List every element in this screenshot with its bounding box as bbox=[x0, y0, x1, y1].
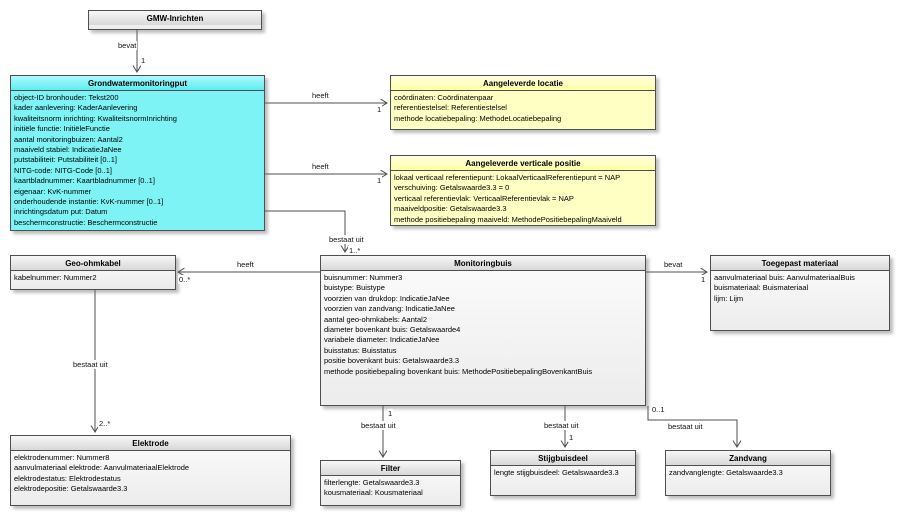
class-attribute: kabelnummer: Nummer2 bbox=[14, 273, 97, 282]
class-attribute: kousmateriaal: Kousmateriaal bbox=[324, 488, 423, 498]
class-attribute: NITG-code: NITG-Code [0..1] bbox=[14, 165, 112, 175]
class-attribute: object-ID bronhouder: Tekst200 bbox=[14, 93, 119, 102]
class-attribute: onderhoudende instantie: KvK-nummer [0..… bbox=[14, 197, 164, 207]
multiplicity-put-buis: 1..* bbox=[348, 246, 362, 255]
class-attribute: lijm: Lijm bbox=[714, 293, 744, 303]
class-attribute: beschermconstructie: Beschermconstructie bbox=[14, 217, 158, 227]
multiplicity-buis-kabel: 0..* bbox=[178, 275, 192, 284]
class-attribute: buismateriaal: Buismateriaal bbox=[714, 283, 809, 293]
label-heeft-put-locatie: heeft bbox=[311, 91, 330, 100]
multiplicity-buis-materiaal: 1 bbox=[700, 275, 707, 284]
class-attributes: kabelnummer: Nummer2 bbox=[11, 271, 175, 283]
class-zandvang: Zandvang zandvanglengte: Getalswaarde3.3 bbox=[665, 450, 831, 496]
class-title: Stijgbuisdeel bbox=[491, 451, 635, 466]
class-attribute: referentiestelsel: Referentiestelsel bbox=[394, 103, 507, 113]
class-stijgbuisdeel: Stijgbuisdeel lengte stijgbuisdeel: Geta… bbox=[490, 450, 636, 496]
class-attribute: initiële functie: InitiëleFunctie bbox=[14, 124, 110, 134]
class-attribute: elektrodenummer: Nummer8 bbox=[14, 453, 110, 462]
class-attribute: aanvulmateriaal buis: AanvulmateriaalBui… bbox=[714, 273, 855, 282]
connector-put-buis bbox=[265, 210, 345, 252]
class-attribute: kwaliteitsnorm inrichting: Kwaliteitsnor… bbox=[14, 113, 177, 123]
class-title: Aangeleverde locatie bbox=[391, 76, 655, 91]
multiplicity-buis-filter: 1 bbox=[387, 409, 394, 418]
class-attribute: kader aanlevering: KaderAanlevering bbox=[14, 103, 138, 113]
class-attribute: methode positiebepaling bovenkant buis: … bbox=[324, 366, 593, 376]
label-heeft-buis-kabel: heeft bbox=[236, 260, 255, 269]
class-attribute: buistype: Buistype bbox=[324, 283, 385, 293]
label-bevat-gmw-put: bevat bbox=[117, 41, 138, 50]
class-attribute: filterlengte: Getalswaarde3.3 bbox=[324, 478, 420, 487]
label-bestaat-uit-buis-filter: bestaat uit bbox=[360, 421, 397, 430]
class-attribute: verschuiving: Getalswaarde3.3 = 0 bbox=[394, 183, 510, 193]
class-title: GMW-Inrichten bbox=[89, 11, 261, 25]
class-attributes: zandvanglengte: Getalswaarde3.3 bbox=[666, 466, 830, 478]
class-attribute: coördinaten: Coördinatenpaar bbox=[394, 93, 494, 102]
label-bestaat-uit-buis-zandvang: bestaat uit bbox=[667, 422, 704, 431]
class-attribute: kaartbladnummer: Kaartbladnummer [0..1] bbox=[14, 176, 155, 186]
class-attribute: eigenaar: KvK-nummer bbox=[14, 186, 92, 196]
class-aangeleverde-locatie: Aangeleverde locatie coördinaten: Coördi… bbox=[390, 75, 656, 130]
class-title: Monitoringbuis bbox=[321, 256, 645, 271]
multiplicity-put-locatie: 1 bbox=[376, 105, 383, 114]
class-attributes: lengte stijgbuisdeel: Getalswaarde3.3 bbox=[491, 466, 635, 478]
class-attribute: methode positiebepaling maaiveld: Method… bbox=[394, 214, 622, 224]
class-title: Geo-ohmkabel bbox=[11, 256, 175, 271]
class-attribute: aanvulmateriaal elektrode: Aanvulmateria… bbox=[14, 463, 190, 473]
class-attribute: inrichtingsdatum put: Datum bbox=[14, 207, 108, 217]
class-attribute: aantal monitoringbuizen: Aantal2 bbox=[14, 134, 123, 144]
class-title: Toegepast materiaal bbox=[711, 256, 889, 271]
class-attribute: elektrodestatus: Elektrodestatus bbox=[14, 473, 121, 483]
class-attribute: verticaal referentievlak: VerticaalRefer… bbox=[394, 193, 574, 203]
class-attribute: zandvanglengte: Getalswaarde3.3 bbox=[669, 468, 783, 477]
class-attribute: voorzien van drukdop: IndicatieJaNee bbox=[324, 293, 450, 303]
label-bestaat-uit-buis-stijgbuisdeel: bestaat uit bbox=[543, 421, 580, 430]
class-attribute: methode locatiebepaling: MethodeLocatieb… bbox=[394, 113, 562, 123]
class-attribute: buisstatus: Buisstatus bbox=[324, 345, 397, 355]
class-attribute: elektrodepositie: Getalswaarde3.3 bbox=[14, 484, 128, 494]
label-bevat-buis-materiaal: bevat bbox=[663, 260, 684, 269]
class-attribute: positie bovenkant buis: Getalswaarde3.3 bbox=[324, 356, 460, 366]
class-attribute: maaiveld stabiel: IndicatieJaNee bbox=[14, 145, 122, 155]
class-attribute: lengte stijgbuisdeel: Getalswaarde3.3 bbox=[494, 468, 619, 477]
multiplicity-put-verticaal: 1 bbox=[376, 176, 383, 185]
class-attribute: diameter bovenkant buis: Getalswaarde4 bbox=[324, 325, 461, 335]
class-attribute: aantal geo-ohmkabels: Aantal2 bbox=[324, 314, 427, 324]
class-title: Elektrode bbox=[11, 436, 290, 451]
class-gmw-inrichten: GMW-Inrichten bbox=[88, 10, 262, 30]
class-attributes: lokaal verticaal referentiepunt: LokaalV… bbox=[391, 171, 655, 225]
class-title: Zandvang bbox=[666, 451, 830, 466]
label-bestaat-uit-kabel-elektrode: bestaat uit bbox=[72, 360, 109, 369]
multiplicity-buis-zandvang: 0..1 bbox=[651, 405, 666, 414]
class-title: Grondwatermonitoringput bbox=[11, 76, 264, 91]
class-attribute: voorzien van zandvang: IndicatieJaNee bbox=[324, 304, 455, 314]
class-attribute: putstabiliteit: Putstabiliteit [0..1] bbox=[14, 155, 117, 165]
class-toegepast-materiaal: Toegepast materiaal aanvulmateriaal buis… bbox=[710, 255, 890, 331]
class-grondwatermonitoringput: Grondwatermonitoringput object-ID bronho… bbox=[10, 75, 265, 231]
label-heeft-put-verticaal: heeft bbox=[311, 162, 330, 171]
label-bestaat-uit-put-buis: bestaat uit bbox=[328, 235, 365, 244]
class-title: Filter bbox=[321, 461, 460, 476]
class-attribute: maaiveldpositie: Getalswaarde3.3 bbox=[394, 204, 507, 214]
class-attributes: aanvulmateriaal buis: AanvulmateriaalBui… bbox=[711, 271, 889, 304]
class-attribute: variabele diameter: IndicatieJaNee bbox=[324, 335, 440, 345]
class-title: Aangeleverde verticale positie bbox=[391, 156, 655, 171]
class-geo-ohmkabel: Geo-ohmkabel kabelnummer: Nummer2 bbox=[10, 255, 176, 290]
multiplicity-gmw-put: 1 bbox=[140, 56, 147, 65]
multiplicity-buis-stijgbuisdeel: 1 bbox=[568, 433, 575, 442]
multiplicity-kabel-elektrode: 2..* bbox=[98, 419, 112, 428]
class-attribute: lokaal verticaal referentiepunt: LokaalV… bbox=[394, 173, 621, 182]
class-attribute: buisnummer: Nummer3 bbox=[324, 273, 403, 282]
class-aangeleverde-verticale-positie: Aangeleverde verticale positie lokaal ve… bbox=[390, 155, 656, 226]
